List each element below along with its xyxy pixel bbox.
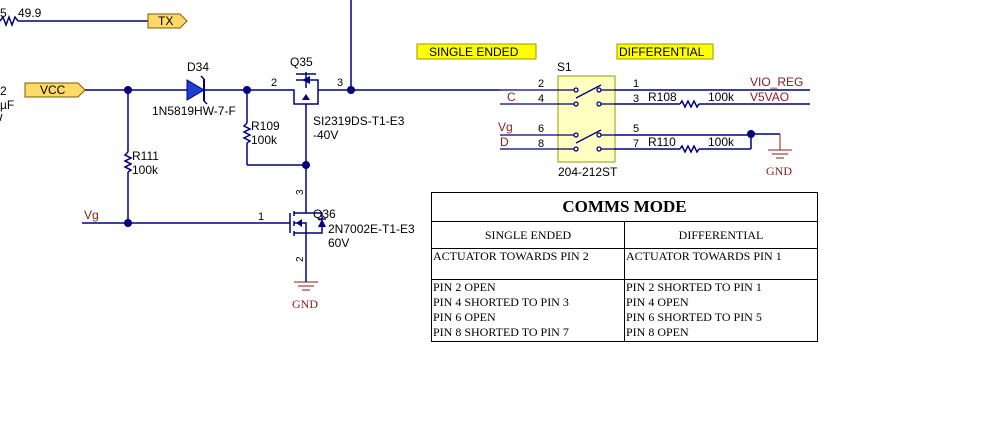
mosfet-q35[interactable]	[290, 72, 319, 112]
table-pins-single: PIN 2 OPEN PIN 4 SHORTED TO PIN 3 PIN 6 …	[431, 279, 625, 342]
table-col-single-ended: SINGLE ENDED	[431, 221, 625, 249]
resistor-r111[interactable]	[123, 151, 133, 173]
q36-pin-gate: 1	[258, 211, 264, 223]
edge-resistor	[0, 14, 19, 28]
net-label-v5vao: V5VAO	[750, 90, 789, 104]
s1-pin-2: 2	[538, 78, 544, 90]
edge-pin-number: 5	[0, 6, 7, 20]
q36-pin-drain: 3	[295, 189, 306, 195]
differential-label: DIFFERENTIAL	[619, 45, 705, 59]
table-actuator-diff: ACTUATOR TOWARDS PIN 1	[624, 248, 818, 280]
q36-arrow	[296, 219, 302, 227]
d34-ref: D34	[187, 60, 209, 74]
table-col-differential: DIFFERENTIAL	[624, 221, 818, 249]
table-pin-line: PIN 6 SHORTED TO PIN 5	[626, 310, 762, 324]
net-label-vcc: VCC	[40, 83, 66, 97]
q35-part: SI2319DS-T1-E3	[313, 114, 405, 128]
table-pin-line: PIN 4 OPEN	[626, 295, 689, 309]
r110-ref: R110	[648, 135, 676, 149]
r109-value: 100k	[251, 133, 278, 147]
net-label-tx: TX	[158, 14, 173, 28]
q35-pin-right: 3	[337, 77, 343, 89]
table-pin-line: PIN 8 OPEN	[626, 325, 689, 339]
differential-highlight	[616, 43, 714, 60]
table-pin-line: PIN 4 SHORTED TO PIN 3	[433, 295, 569, 309]
s1-part: 204-212ST	[558, 165, 618, 179]
net-label-d: D	[500, 135, 509, 149]
r111-ref: R111	[132, 149, 159, 163]
edge-uf: µF	[0, 98, 14, 112]
r108-ref: R108	[648, 90, 677, 104]
ground-symbol-right	[768, 149, 792, 159]
s1-pin-4: 4	[538, 93, 544, 105]
edge-tick	[0, 113, 3, 122]
q36-body-diode	[318, 219, 326, 227]
net-tag-tx[interactable]	[147, 13, 188, 29]
r110-value: 100k	[708, 135, 735, 149]
d34-part: 1N5819HW-7-F	[152, 104, 236, 118]
q36-voltage: 60V	[328, 236, 349, 250]
resistor-r108[interactable]	[679, 99, 700, 109]
ground-symbol-left	[294, 281, 318, 291]
net-label-c: C	[507, 90, 516, 104]
r111-value: 100k	[132, 163, 159, 177]
diode-d34-schottky	[200, 75, 208, 105]
s1-pin-1: 1	[633, 78, 639, 90]
table-pin-line: PIN 2 SHORTED TO PIN 1	[626, 280, 762, 294]
comms-mode-table: COMMS MODE SINGLE ENDED DIFFERENTIAL ACT…	[431, 192, 818, 342]
q36-ref: Q36	[313, 207, 336, 221]
q35-body-diode	[302, 76, 310, 84]
table-pin-line: PIN 8 SHORTED TO PIN 7	[433, 325, 569, 339]
table-pins-diff: PIN 2 SHORTED TO PIN 1 PIN 4 OPEN PIN 6 …	[624, 279, 818, 342]
net-label-gnd-left: GND	[292, 297, 318, 311]
net-label-vio-reg: VIO_REG	[750, 75, 803, 89]
q35-ref: Q35	[290, 55, 313, 69]
edge-resistor-value: 49.9	[18, 6, 42, 20]
edge-pin-2: 2	[0, 84, 7, 98]
q35-pin-left: 2	[271, 77, 277, 89]
s1-contacts	[500, 84, 615, 152]
net-tag-vcc[interactable]	[24, 82, 86, 98]
net-label-vg-left: Vg	[84, 208, 99, 222]
resistor-r109[interactable]	[242, 122, 252, 144]
s1-pin-7: 7	[633, 138, 639, 150]
q36-pin-source: 2	[295, 256, 306, 262]
s1-ref: S1	[557, 60, 572, 74]
net-label-gnd-right: GND	[766, 164, 792, 178]
single-ended-highlight	[416, 43, 537, 60]
r109-ref: R109	[251, 119, 280, 133]
table-pin-line: PIN 2 OPEN	[433, 280, 496, 294]
table-actuator-single: ACTUATOR TOWARDS PIN 2	[431, 248, 625, 280]
s1-pin-5: 5	[633, 123, 639, 135]
table-title: COMMS MODE	[431, 192, 818, 222]
s1-pin-3: 3	[633, 93, 639, 105]
resistor-r110[interactable]	[679, 144, 700, 154]
s1-pin-6: 6	[538, 123, 544, 135]
net-label-vg-right: Vg	[498, 120, 513, 134]
r108-value: 100k	[708, 90, 735, 104]
q35-arrow	[302, 94, 310, 100]
q36-part: 2N7002E-T1-E3	[328, 222, 415, 236]
s1-pin-8: 8	[538, 138, 544, 150]
table-pin-line: PIN 6 OPEN	[433, 310, 496, 324]
diode-d34[interactable]	[186, 79, 205, 101]
q35-voltage: -40V	[313, 128, 338, 142]
single-ended-label: SINGLE ENDED	[429, 45, 519, 59]
